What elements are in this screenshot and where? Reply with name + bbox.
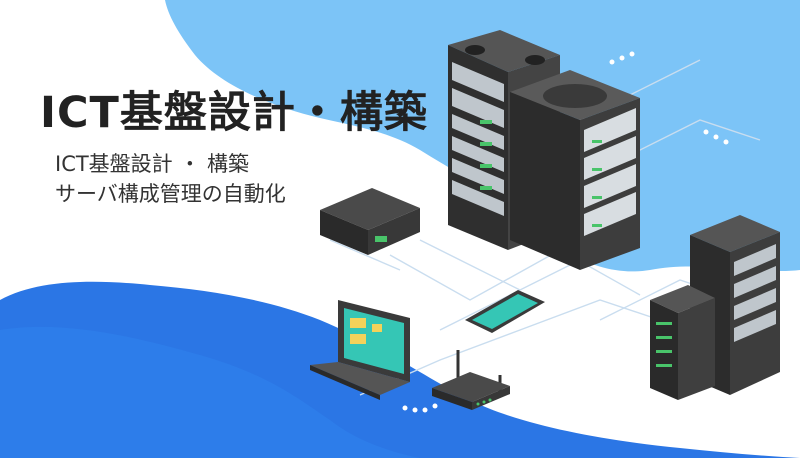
laptop-icon xyxy=(310,300,410,400)
server-cabinet-icon xyxy=(510,70,640,270)
network-dots xyxy=(402,51,729,413)
router-icon xyxy=(432,350,510,410)
tablet-icon xyxy=(465,290,545,333)
desktop-box-icon xyxy=(320,188,420,255)
blue-wave-light xyxy=(0,326,420,458)
subtitle-line-1: ICT基盤設計 ・ 構築 xyxy=(55,152,250,176)
page-title: ICT基盤設計・構築 xyxy=(40,88,428,138)
subtitle-line-2: サーバ構成管理の自動化 xyxy=(55,182,286,206)
small-server-icon xyxy=(650,215,780,400)
